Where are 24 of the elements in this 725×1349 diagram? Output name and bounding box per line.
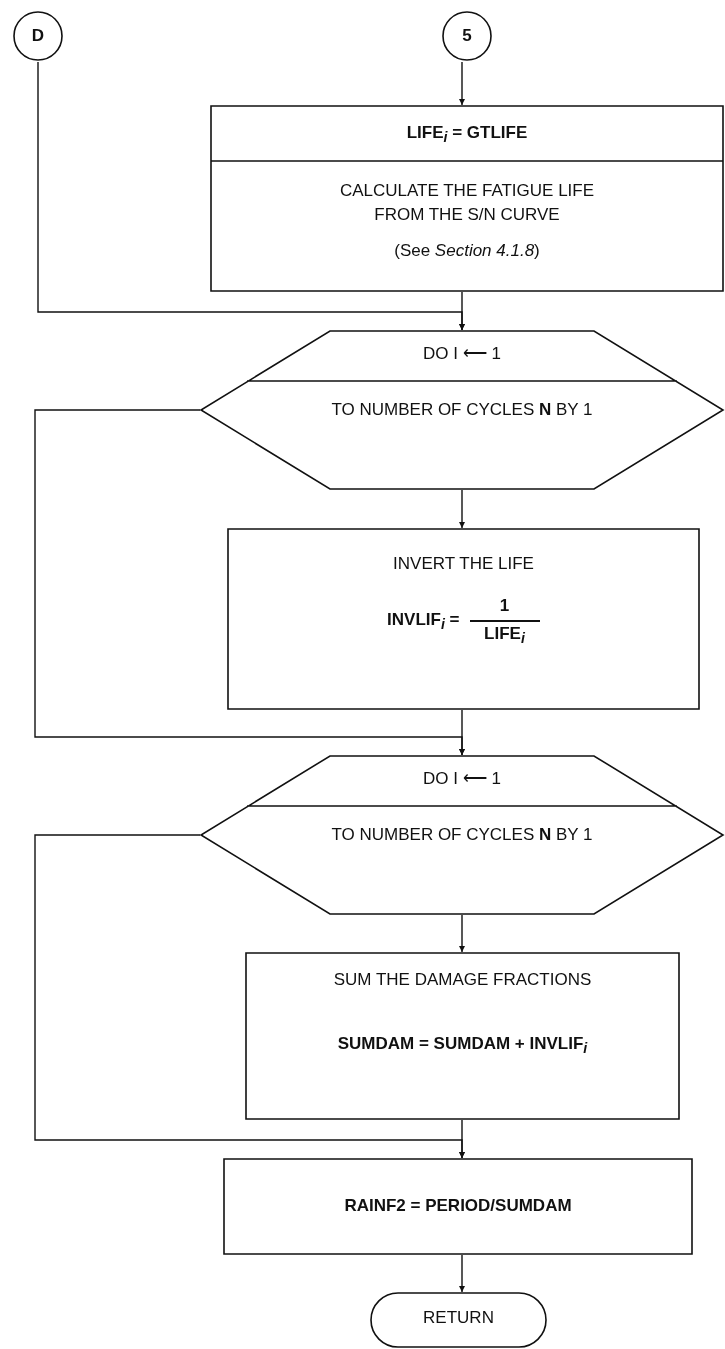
flow-arrow (459, 61, 465, 106)
flow-arrow (459, 914, 465, 953)
loop-label: DO I ⟵ 1 (422, 343, 502, 365)
connector-label: D (30, 25, 46, 47)
flow-arrow (459, 489, 465, 529)
loop-label: TO NUMBER OF CYCLES N BY 1 (330, 399, 594, 421)
step-text: RETURN (422, 1307, 495, 1329)
step-text: LIFE$_{i}$ = GTLIFE (405, 122, 529, 148)
step-text: RAINF2 = PERIOD/SUMDAM (343, 1195, 573, 1217)
flow-arrow (37, 61, 465, 331)
formula-text: INVLIF$_{i}$ = (387, 609, 460, 635)
step-text: SUM THE DAMAGE FRACTIONS (332, 969, 593, 991)
connector-label: 5 (461, 25, 473, 47)
step-text: SUMDAM = SUMDAM + INVLIF$_{i}$ (336, 1033, 589, 1059)
step-text: CALCULATE THE FATIGUE LIFE FROM THE S/N CURVE (338, 180, 596, 226)
step-text: INVERT THE LIFE (392, 553, 535, 575)
step-text: (See Section 4.1.8) (393, 240, 541, 262)
fraction-numerator: 1 (498, 595, 511, 617)
flow-arrow (34, 834, 465, 1159)
loop-label: DO I ⟵ 1 (422, 768, 502, 790)
fraction-denominator: LIFE$_{i}$ (469, 620, 540, 651)
loop-label: TO NUMBER OF CYCLES N BY 1 (330, 824, 594, 846)
flow-arrow (459, 1254, 465, 1293)
flow-arrow (34, 409, 465, 756)
